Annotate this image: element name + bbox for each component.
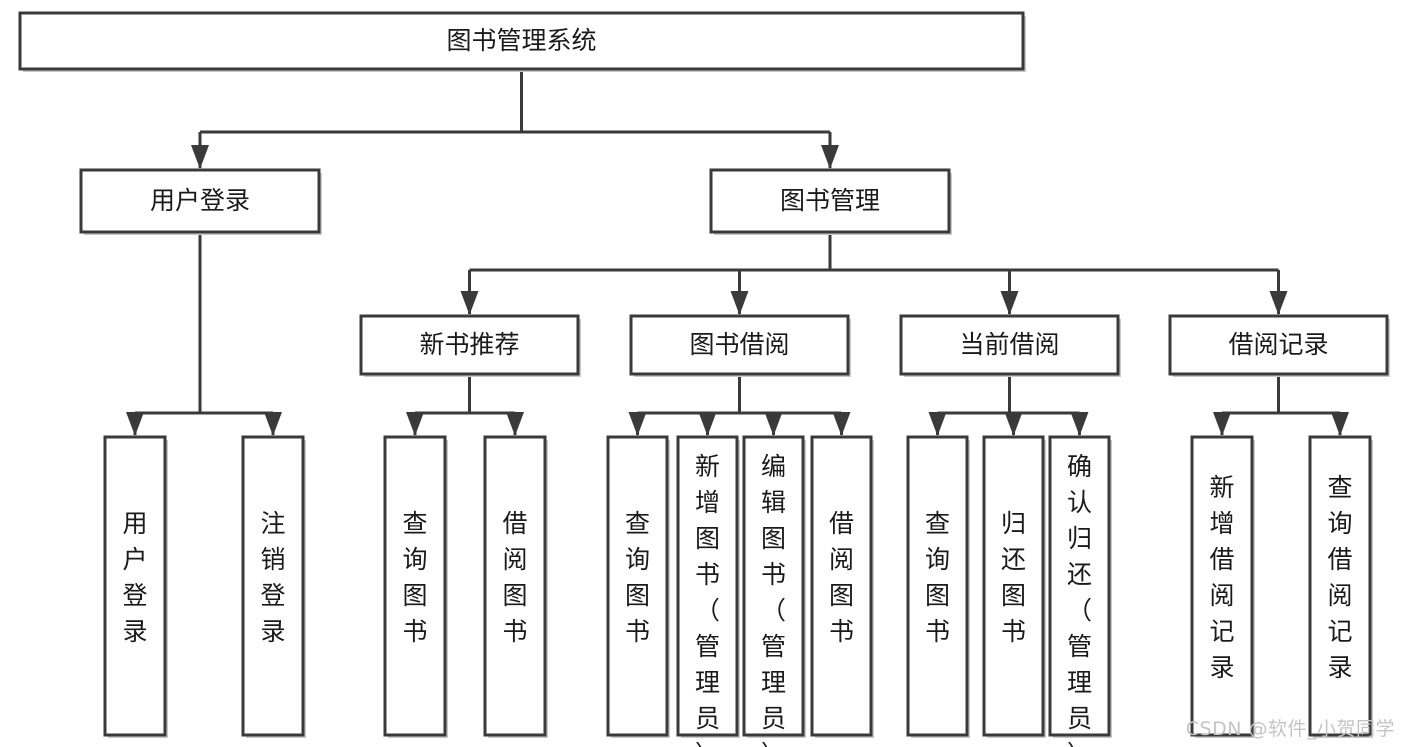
node-box[interactable]	[1308, 435, 1372, 737]
arrow-head-icon	[406, 412, 424, 436]
node-label: 新增借阅记录	[1209, 473, 1234, 682]
node-label: 新书推荐	[419, 330, 519, 359]
node-book-borrow[interactable]: 图书借阅	[629, 314, 851, 377]
node-leaf-user-login[interactable]: 用户登录	[103, 435, 168, 738]
connectors-layer	[126, 69, 1349, 436]
node-label: 编辑图书（管理员）	[761, 452, 786, 747]
node-label: 归还图书	[1001, 509, 1026, 646]
arrow-head-icon	[698, 412, 717, 436]
node-book-manage[interactable]: 图书管理	[709, 168, 952, 235]
node-leaf-add-record[interactable]: 新增借阅记录	[1190, 435, 1255, 738]
node-leaf-query-book-1[interactable]: 查询图书	[383, 435, 448, 738]
node-box[interactable]	[982, 435, 1045, 737]
node-label: 确认归还（管理员）	[1067, 452, 1092, 747]
node-box[interactable]	[742, 435, 805, 737]
arrow-head-icon	[1213, 412, 1231, 436]
node-label: 查询图书	[402, 509, 427, 646]
arrow-head-icon	[764, 412, 783, 436]
node-leaf-borrow-book-1[interactable]: 借阅图书	[483, 435, 548, 738]
node-label: 借阅记录	[1228, 330, 1328, 359]
node-box[interactable]	[906, 435, 969, 737]
node-leaf-query-book-3[interactable]: 查询图书	[906, 435, 970, 738]
arrow-head-icon	[628, 412, 647, 436]
node-leaf-query-record[interactable]: 查询借阅记录	[1308, 435, 1373, 738]
node-box[interactable]	[483, 435, 547, 737]
node-box[interactable]	[709, 168, 951, 234]
node-leaf-add-book[interactable]: 新增图书（管理员）	[676, 435, 740, 747]
node-box[interactable]	[383, 435, 447, 737]
arrow-head-icon	[832, 412, 851, 436]
nodes-layer: 图书管理系统用户登录图书管理新书推荐图书借阅当前借阅借阅记录用户登录注销登录查询…	[18, 11, 1390, 747]
node-box[interactable]	[1168, 314, 1389, 376]
node-borrow-record[interactable]: 借阅记录	[1168, 314, 1390, 377]
node-root[interactable]: 图书管理系统	[18, 11, 1026, 72]
node-box[interactable]	[1048, 435, 1111, 737]
node-box[interactable]	[676, 435, 739, 737]
node-box[interactable]	[18, 11, 1025, 71]
node-label: 注销登录	[260, 509, 285, 646]
node-label: 查询图书	[925, 509, 950, 646]
node-box[interactable]	[810, 435, 873, 737]
node-label: 图书管理	[780, 186, 880, 215]
node-label: 用户登录	[150, 186, 250, 215]
node-box[interactable]	[241, 435, 305, 737]
arrow-head-icon	[1000, 291, 1019, 315]
node-leaf-confirm-return[interactable]: 确认归还（管理员）	[1048, 435, 1112, 747]
arrow-head-icon	[191, 145, 209, 169]
node-label: 当前借阅	[959, 330, 1059, 359]
node-box[interactable]	[899, 314, 1120, 376]
node-box[interactable]	[606, 435, 669, 737]
node-label: 查询图书	[625, 509, 650, 646]
csdn-watermark: CSDN @软件_小贺同学	[1185, 718, 1395, 740]
node-leaf-borrow-book-2[interactable]: 借阅图书	[810, 435, 874, 738]
node-label: 新增图书（管理员）	[695, 452, 720, 747]
arrow-head-icon	[1004, 412, 1023, 436]
arrow-head-icon	[126, 412, 144, 436]
arrow-head-icon	[730, 291, 749, 315]
arrow-head-icon	[506, 412, 524, 436]
node-box[interactable]	[629, 314, 850, 376]
node-box[interactable]	[1190, 435, 1254, 737]
node-leaf-return-book[interactable]: 归还图书	[982, 435, 1046, 738]
node-label: 图书管理系统	[446, 26, 596, 55]
node-box[interactable]	[79, 168, 321, 234]
node-leaf-query-book-2[interactable]: 查询图书	[606, 435, 670, 738]
node-label: 查询借阅记录	[1327, 473, 1352, 682]
arrow-head-icon	[1269, 291, 1288, 315]
node-current-borrow[interactable]: 当前借阅	[899, 314, 1121, 377]
arrow-head-icon	[1070, 412, 1089, 436]
node-new-book-recommend[interactable]: 新书推荐	[359, 314, 581, 377]
node-label: 图书借阅	[689, 330, 789, 359]
node-label: 用户登录	[122, 509, 147, 646]
arrow-head-icon	[821, 145, 839, 169]
node-box[interactable]	[103, 435, 167, 737]
arrow-head-icon	[264, 412, 282, 436]
node-leaf-edit-book[interactable]: 编辑图书（管理员）	[742, 435, 806, 747]
arrow-head-icon	[460, 291, 479, 315]
node-user-login[interactable]: 用户登录	[79, 168, 322, 235]
node-label: 借阅图书	[502, 509, 527, 646]
node-box[interactable]	[359, 314, 580, 376]
arrow-head-icon	[928, 412, 947, 436]
node-label: 借阅图书	[829, 509, 854, 646]
node-leaf-user-logout[interactable]: 注销登录	[241, 435, 306, 738]
arrow-head-icon	[1331, 412, 1349, 436]
